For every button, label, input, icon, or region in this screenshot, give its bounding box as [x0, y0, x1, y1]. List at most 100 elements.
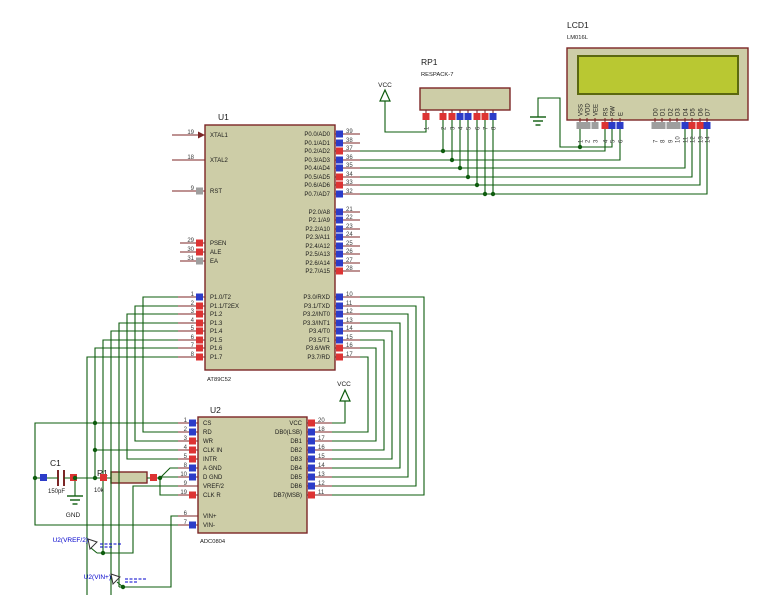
junction-dot	[440, 148, 446, 154]
pin-state-square	[336, 259, 343, 267]
u1-pin-name: P1.1/T2EX	[210, 304, 239, 310]
u1-pin-name: P2.4/A12	[305, 244, 330, 250]
pin-state-square	[336, 242, 343, 250]
dc-probe-icon[interactable]	[87, 538, 98, 551]
pin-state-square	[196, 187, 203, 195]
u2-pin-number: 15	[318, 454, 325, 460]
pin-state-square	[189, 473, 196, 481]
u1-pin-name: EA	[210, 259, 218, 265]
u1-pin-number: 37	[346, 146, 353, 152]
lcd-pin-name: VSS	[579, 104, 585, 116]
pin-state-square	[456, 113, 464, 120]
wire	[332, 296, 425, 496]
wire	[86, 356, 178, 595]
u1-pin-number: 27	[346, 258, 353, 264]
u1-pin-number: 6	[191, 335, 195, 341]
pin-state-square	[308, 419, 315, 427]
u1-pin-name: P1.4	[210, 329, 223, 335]
lcd-pin-name: D2	[669, 108, 675, 116]
u1-pin-number: 35	[346, 163, 353, 169]
u2-pin-number: 1	[184, 418, 188, 424]
pin-state-square	[336, 130, 343, 138]
wire	[118, 322, 178, 587]
u2-pin-name: DB3	[290, 457, 302, 463]
pin-state-square	[189, 446, 196, 454]
lcd-screen	[577, 55, 739, 95]
pin-state-square	[439, 113, 447, 120]
u2-pin-number: 17	[318, 436, 325, 442]
rp1-pin-number: 3	[451, 126, 457, 130]
wire	[332, 305, 417, 487]
junction-dot	[474, 182, 480, 188]
u1-body[interactable]	[204, 124, 336, 371]
u2-pin-name: CLK IN	[203, 448, 222, 454]
dc-probe-icon[interactable]	[110, 573, 121, 586]
u2-pin-number: 7	[184, 520, 188, 526]
lcd-pin-number: 12	[691, 136, 697, 143]
pin-state-square	[696, 122, 704, 129]
u1-pin-name: P3.5/T1	[309, 338, 331, 344]
layer-component-bodies: R1	[57, 47, 749, 534]
u2-pin-name: D GND	[203, 475, 223, 481]
pin-state-square	[448, 113, 456, 120]
lcd-pin-number: 14	[706, 136, 712, 143]
u2-body[interactable]	[197, 416, 308, 534]
u2-pin-name: WR	[203, 439, 214, 445]
pin-state-square	[336, 190, 343, 198]
pin-state-square	[681, 122, 689, 129]
u1-pin-name: P0.7/AD7	[304, 192, 330, 198]
u1-pin-number: 3	[191, 309, 195, 315]
u1-pin-number: 14	[346, 326, 353, 332]
pin-state-square	[336, 353, 343, 361]
lcd-pin-name: D4	[684, 108, 690, 116]
wire	[34, 422, 178, 526]
rp1-body[interactable]	[419, 87, 511, 111]
u1-pin-number: 4	[191, 318, 195, 324]
u1-pin-number: 21	[346, 207, 353, 213]
u2-pin-name: INTR	[203, 457, 218, 463]
u1-pin-number: 7	[191, 343, 195, 349]
r1-value-label: 10k	[94, 488, 105, 494]
pin-state-square	[189, 491, 196, 499]
u1-ref-label: U1	[218, 112, 229, 122]
wire	[97, 485, 178, 554]
junction-dot	[449, 157, 455, 163]
layer-junction-dots	[32, 144, 583, 590]
u1-pin-name: P3.1/TXD	[304, 304, 331, 310]
resistor-r1-body[interactable]	[110, 471, 148, 484]
u1-pin-name: P3.3/INT1	[303, 321, 331, 327]
capacitor-c1[interactable]	[57, 470, 65, 486]
rp1-part-label: RESPACK-7	[421, 72, 453, 78]
pin-state-square	[308, 491, 315, 499]
u1-pin-number: 24	[346, 232, 353, 238]
pin-state-square	[658, 122, 666, 129]
junction-dot	[92, 420, 98, 426]
u1-pin-name: ALE	[210, 250, 221, 256]
u1-pin-name: P2.6/A14	[305, 261, 330, 267]
u2-pin-name: DB2	[290, 448, 302, 454]
u2-pin-name: VIN+	[203, 514, 217, 520]
pin-state-square	[196, 344, 203, 352]
wire	[102, 339, 178, 553]
pin-state-square	[336, 156, 343, 164]
lcd-pin-number: 10	[676, 136, 682, 143]
u1-pin-name: PSEN	[210, 241, 226, 247]
pin-state-square	[489, 113, 497, 120]
u1-pin-number: 38	[346, 138, 353, 144]
c1-value-label: 150pF	[48, 489, 65, 495]
u1-pin-name: P2.1/A9	[309, 218, 331, 224]
u1-pin-number: 2	[191, 301, 195, 307]
probe-vin-label: U2(VIN+)	[84, 574, 111, 581]
u2-pin-number: 3	[184, 436, 188, 442]
u1-pin-name: P1.6	[210, 346, 223, 352]
wire	[332, 322, 401, 469]
pin-state-square	[100, 474, 107, 481]
lcd-pin-name: RS	[604, 108, 610, 116]
lcd-pin-number: 5	[611, 139, 617, 143]
vcc-symbol-icon[interactable]	[339, 388, 351, 402]
u2-pin-name: DB4	[290, 466, 302, 472]
u2-part-label: ADC0804	[200, 539, 226, 545]
vcc-symbol-icon[interactable]	[379, 88, 391, 102]
pin-state-square	[189, 437, 196, 445]
pin-state-square	[308, 464, 315, 472]
